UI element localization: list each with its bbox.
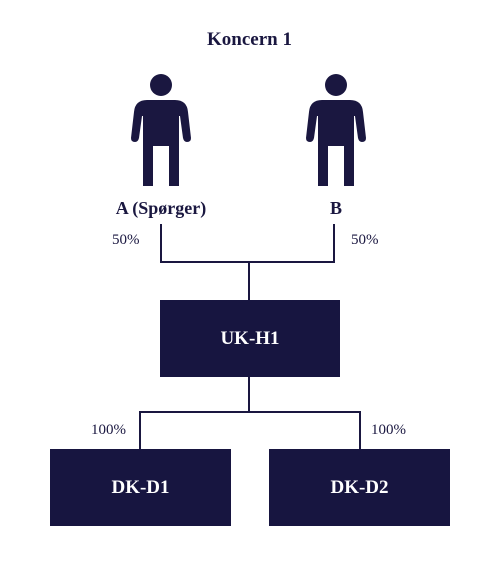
entity-label: UK-H1	[220, 327, 280, 349]
person-icon	[131, 74, 191, 186]
owner-b-ownership: 50%	[351, 232, 379, 248]
connector-line	[139, 411, 361, 413]
entity-box-dk-d1: DK-D1	[50, 449, 231, 526]
entity-label: DK-D2	[330, 476, 389, 498]
owner-a-ownership: 50%	[112, 232, 140, 248]
connector-line	[248, 261, 250, 301]
connector-line	[160, 261, 335, 263]
connector-line	[333, 224, 335, 263]
subsidiary-d2-ownership: 100%	[371, 422, 406, 438]
entity-box-uk-h1: UK-H1	[160, 300, 340, 377]
person-a-icon	[131, 72, 191, 188]
owner-a-label: A (Spørger)	[115, 198, 207, 218]
diagram-title: Koncern 1	[207, 29, 292, 50]
connector-line	[160, 224, 162, 263]
owner-b-label: B	[329, 198, 342, 218]
connector-line	[359, 411, 361, 449]
subsidiary-d1-ownership: 100%	[91, 422, 126, 438]
entity-label: DK-D1	[111, 476, 170, 498]
connector-line	[139, 411, 141, 449]
connector-line	[248, 377, 250, 413]
person-b-icon	[306, 72, 366, 188]
entity-box-dk-d2: DK-D2	[269, 449, 450, 526]
person-icon	[306, 74, 366, 186]
